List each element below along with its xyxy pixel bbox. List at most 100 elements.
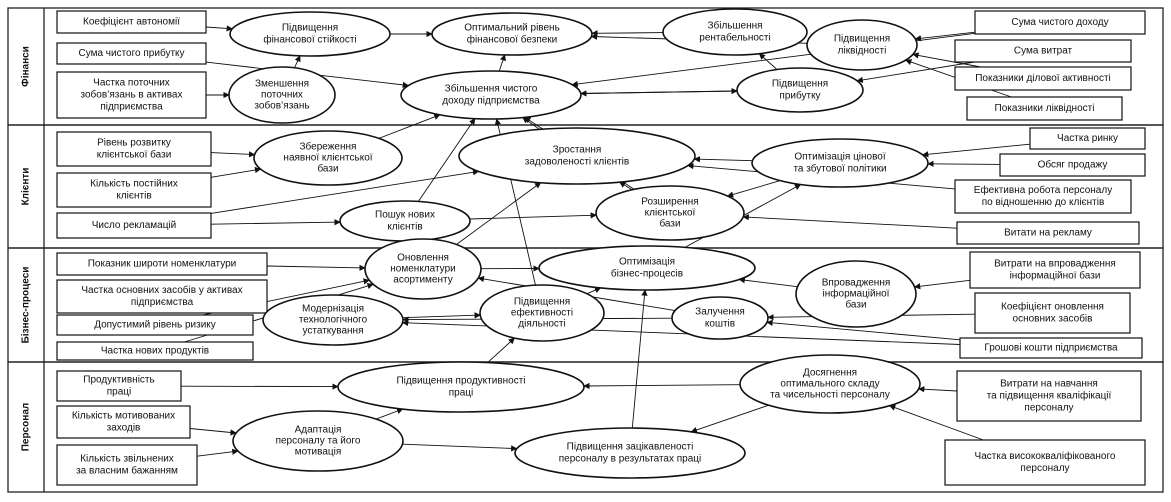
goal-ellipse-shape xyxy=(806,19,918,71)
indicator-box: Обсяг продажу xyxy=(999,153,1146,177)
node-text-line: Коефіцієнт оновлення xyxy=(1001,301,1104,313)
goal-ellipse-shape xyxy=(253,130,403,186)
goal-ellipse-shape xyxy=(595,185,745,241)
node-text-line: Показники ліквідності xyxy=(995,103,1095,114)
connector-arrow xyxy=(913,279,971,290)
goal-ellipse-shape xyxy=(479,284,605,342)
goal-ellipse-shape xyxy=(458,127,696,185)
node-text-line: бази xyxy=(659,218,680,230)
connector-arrow xyxy=(738,277,798,288)
node-text-line: за власним бажанням xyxy=(76,465,178,477)
node-text-line: Допустимий рівень ризику xyxy=(94,320,216,331)
connector-arrow xyxy=(402,312,481,319)
connector-arrow xyxy=(690,404,769,433)
connector-arrow xyxy=(856,61,975,84)
node-text-line: підприємства xyxy=(100,102,163,113)
node-text-line: Підвищення xyxy=(834,34,890,45)
indicator-box-frame xyxy=(56,71,207,119)
node-text-line: Збільшення xyxy=(707,20,762,32)
node-text-line: доходу підприємства xyxy=(442,96,540,107)
node-text-line: Підвищення продуктивності xyxy=(396,376,525,387)
node-text-line: Зменшення xyxy=(255,79,309,90)
node-text-line: зобов’язань xyxy=(254,100,309,112)
connector-arrow xyxy=(189,428,237,436)
indicator-box-frame xyxy=(56,10,207,34)
connector-arrow xyxy=(912,52,981,68)
connector-arrow xyxy=(758,53,778,70)
node-text-line: Сума чистого доходу xyxy=(1011,17,1108,28)
node-text-line: Частка основних засобів у активах xyxy=(81,284,242,296)
indicator-box: Сума чистого прибутку xyxy=(56,42,207,65)
node-text-line: Показник широти номенклатури xyxy=(88,259,237,270)
node-text-line: Збереження xyxy=(300,141,357,153)
connector-arrow xyxy=(619,181,633,191)
node-text-line: заходів xyxy=(107,423,141,434)
goal-ellipse-shape xyxy=(671,296,769,340)
node-text-line: Впровадження xyxy=(822,278,891,289)
node-text-line: персоналу xyxy=(1024,403,1073,414)
node-text-line: Частка ринку xyxy=(1057,133,1118,144)
indicator-box-frame xyxy=(56,172,212,208)
goal-ellipse-shape xyxy=(662,8,808,56)
node-text-line: Сума витрат xyxy=(1014,46,1073,57)
goal-ellipse-shape xyxy=(228,66,336,124)
indicator-box: Сума чистого доходу xyxy=(974,10,1146,35)
indicator-box-frame xyxy=(974,292,1131,334)
goal-ellipse-shape xyxy=(538,245,756,291)
connector-arrow xyxy=(469,212,597,220)
node-text-line: Модернізація xyxy=(302,304,364,315)
node-text-line: Витрати на навчання xyxy=(1000,379,1098,390)
node-text-line: Підвищення xyxy=(514,297,570,308)
node-text-line: персоналу в результатах праці xyxy=(559,454,702,465)
node-text-line: Частка висококваліфікованого xyxy=(975,450,1116,462)
node-text-line: праці xyxy=(449,388,474,399)
node-text-line: Витрати на впровадження xyxy=(994,259,1116,270)
node-text-line: прибутку xyxy=(779,90,820,102)
node-text-line: поточних xyxy=(261,90,303,101)
indicator-box-frame xyxy=(56,341,254,361)
node-text-line: Кількість звільнених xyxy=(80,454,174,465)
node-text-line: Досягнення xyxy=(803,368,857,379)
node-text-line: Ефективна робота персоналу xyxy=(974,184,1112,196)
node-text-line: та чисельності персоналу xyxy=(770,390,890,401)
connector-arrow xyxy=(378,113,441,139)
node-text-line: Рівень розвитку xyxy=(97,138,171,149)
indicator-box-frame xyxy=(974,10,1146,35)
indicator-box-frame xyxy=(56,42,207,65)
connector-arrow xyxy=(210,151,256,158)
lane-label: Бізнес-процеси xyxy=(21,267,32,344)
indicator-box-frame xyxy=(954,39,1132,63)
connector-arrow xyxy=(294,55,301,68)
connector-arrow xyxy=(918,386,958,393)
connector-arrow xyxy=(631,289,648,429)
connector-arrow xyxy=(922,143,1031,158)
goal-ellipse-shape xyxy=(232,410,404,472)
connector-arrow xyxy=(914,31,976,42)
node-text-line: праці xyxy=(107,387,132,398)
node-text-line: Пошук нових xyxy=(375,210,435,221)
indicator-box: Грошові кошти підприємства xyxy=(959,337,1143,359)
connector-arrow xyxy=(766,319,961,341)
connector-arrow xyxy=(498,54,506,72)
node-text-line: Оптимальний рівень xyxy=(464,23,560,34)
node-text-line: наявної клієнтської xyxy=(283,153,372,164)
connector-arrow xyxy=(889,404,984,441)
indicator-box-frame xyxy=(56,279,268,314)
node-text-line: Оптимізація xyxy=(619,257,675,268)
connector-arrow xyxy=(402,443,518,452)
connector-arrow xyxy=(580,90,738,97)
lane-label: Персонал xyxy=(21,403,32,451)
connector-arrow xyxy=(266,264,366,271)
